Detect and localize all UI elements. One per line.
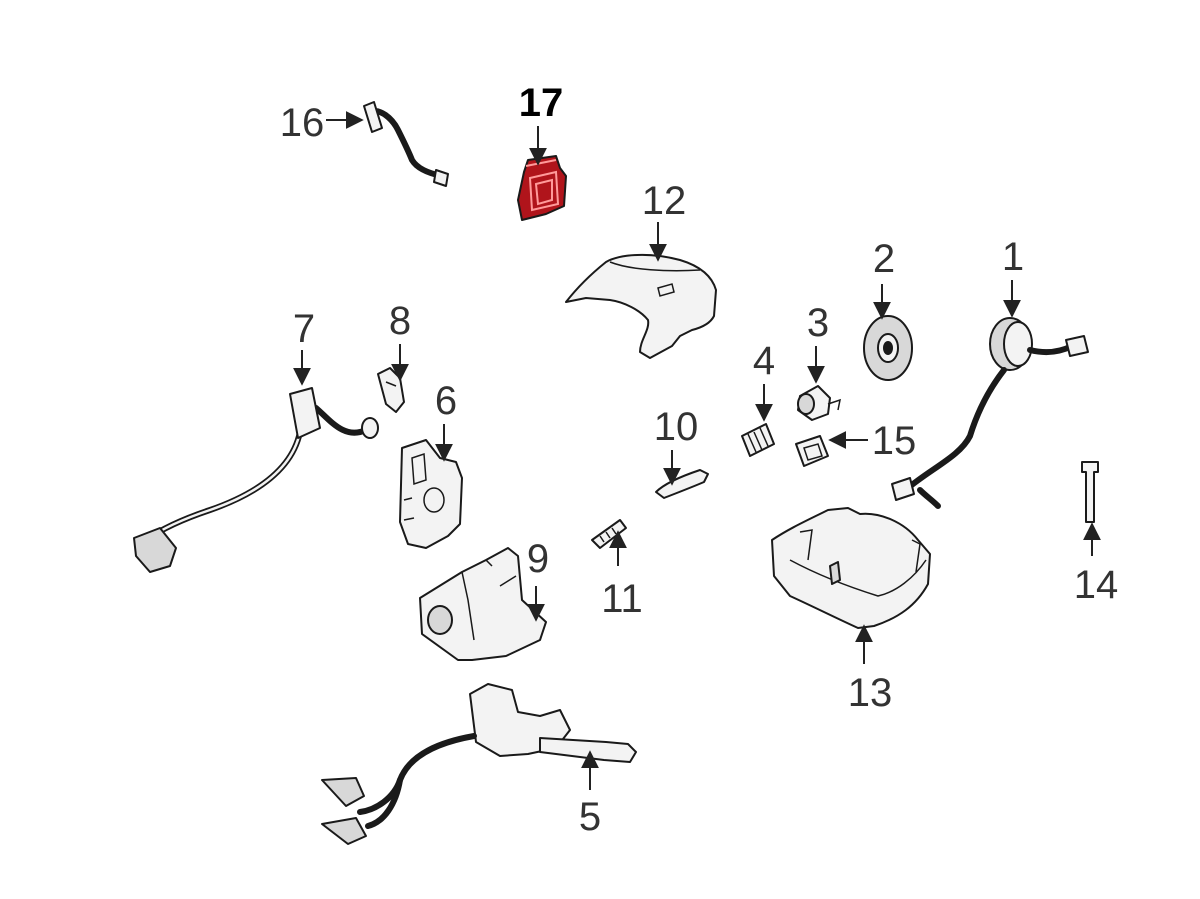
callout-8: 8: [389, 299, 411, 343]
part-12-upper-shroud: [565, 253, 717, 359]
part-17-highlighted-switch[interactable]: [517, 155, 567, 221]
callout-labels: 1 2 3 4 5 6 7 8 9 10 11 12 13 14 15 16 1…: [280, 81, 1119, 839]
callout-15: 15: [872, 419, 917, 463]
callout-4: 4: [753, 339, 775, 383]
part-15-clip: [795, 435, 829, 467]
callout-5: 5: [579, 795, 601, 839]
part-13-lower-shroud: [771, 507, 931, 629]
callout-11: 11: [601, 577, 643, 621]
callout-17: 17: [519, 81, 564, 125]
part-3-cylinder: [797, 385, 841, 421]
callout-16: 16: [280, 101, 325, 145]
part-6-housing: [399, 439, 463, 549]
part-2-ring: [863, 315, 913, 381]
part-7-harness: [133, 387, 379, 573]
callout-3: 3: [807, 301, 829, 345]
callout-13: 13: [848, 671, 893, 715]
callout-7: 7: [293, 307, 315, 351]
callout-6: 6: [435, 379, 457, 423]
part-10-lever: [655, 469, 709, 499]
part-14-pin: [1081, 461, 1099, 523]
part-5-switch-harness: [321, 683, 637, 845]
callout-2: 2: [873, 237, 895, 281]
part-1-clock-spring: [891, 317, 1089, 509]
callout-10: 10: [654, 405, 699, 449]
part-4-spring: [741, 423, 775, 457]
callout-9: 9: [527, 537, 549, 581]
leader-arrows: [293, 111, 1101, 790]
callout-1: 1: [1002, 235, 1024, 279]
part-16-rod: [363, 101, 449, 187]
callout-12: 12: [642, 179, 687, 223]
part-9-lock-housing: [419, 547, 547, 661]
callout-14: 14: [1074, 563, 1119, 607]
part-11-switch: [591, 519, 627, 549]
